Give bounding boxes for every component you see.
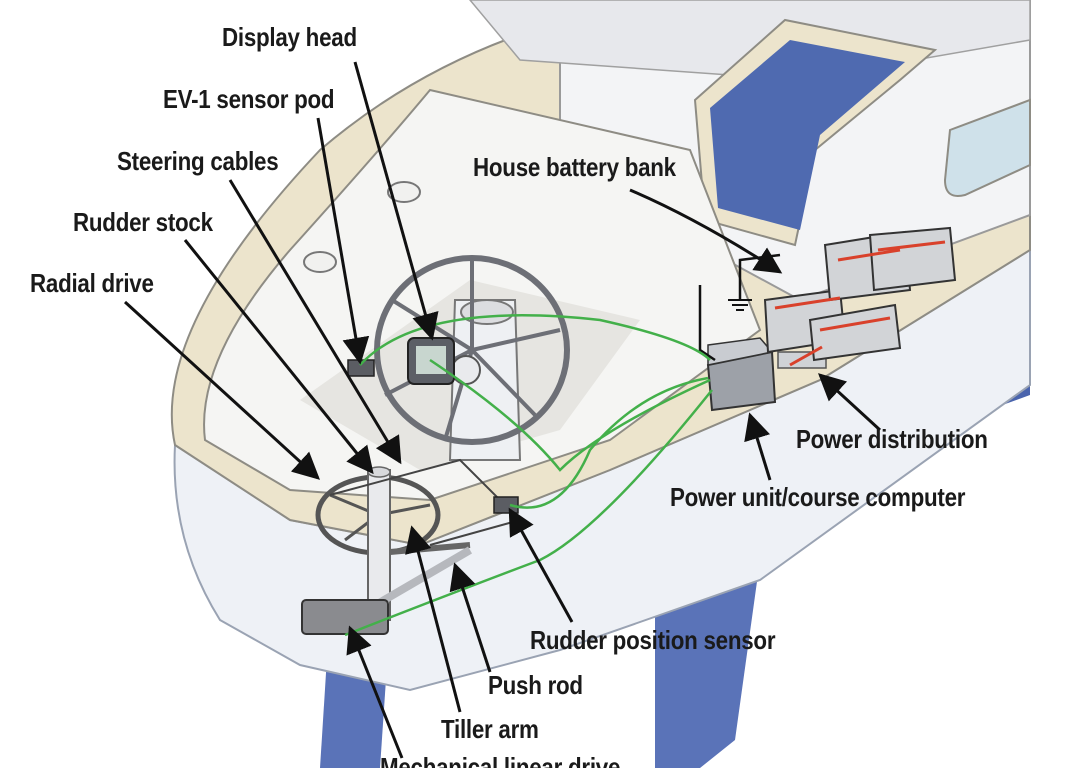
leader-power-unit (744, 412, 772, 481)
leader-power-distribution (818, 373, 882, 432)
leader-lines (123, 61, 882, 759)
label-rudder-stock: Rudder stock (73, 207, 213, 237)
leader-mechanical-linear-drive (346, 625, 404, 759)
battery-cables (774, 240, 946, 367)
leader-house-battery-bank (629, 188, 783, 274)
label-house-battery-bank: House battery bank (473, 152, 676, 182)
label-power-unit-course-computer: Power unit/course computer (670, 482, 966, 512)
label-ev1-sensor-pod: EV-1 sensor pod (163, 84, 335, 114)
leader-steering-cables (228, 179, 402, 465)
label-radial-drive: Radial drive (30, 268, 154, 298)
leader-rudder-stock (183, 239, 374, 475)
mechanical-linear-drive (301, 599, 389, 635)
label-steering-cables: Steering cables (117, 146, 279, 176)
autopilot-wiring (344, 314, 713, 637)
deck-cleats (303, 181, 421, 273)
label-power-distribution: Power distribution (796, 424, 988, 454)
label-display-head: Display head (222, 22, 357, 52)
leader-rudder-position-sensor (508, 507, 574, 623)
keel (655, 560, 760, 768)
leader-push-rod (449, 562, 492, 673)
companionway-opening (710, 40, 905, 230)
cabin-port-window (943, 98, 1031, 197)
label-rudder-position-sensor: Rudder position sensor (530, 625, 776, 655)
leader-ev1-sensor-pod (316, 117, 370, 365)
label-push-rod: Push rod (488, 670, 583, 700)
leader-tiller-arm (405, 525, 462, 713)
label-tiller-arm: Tiller arm (441, 714, 539, 744)
leader-display-head (353, 61, 439, 341)
label-mechanical-linear-drive: Mechanical linear drive (380, 752, 621, 768)
ground-symbol (728, 299, 752, 311)
steering-cable-path (329, 458, 522, 546)
leader-radial-drive (123, 300, 320, 480)
